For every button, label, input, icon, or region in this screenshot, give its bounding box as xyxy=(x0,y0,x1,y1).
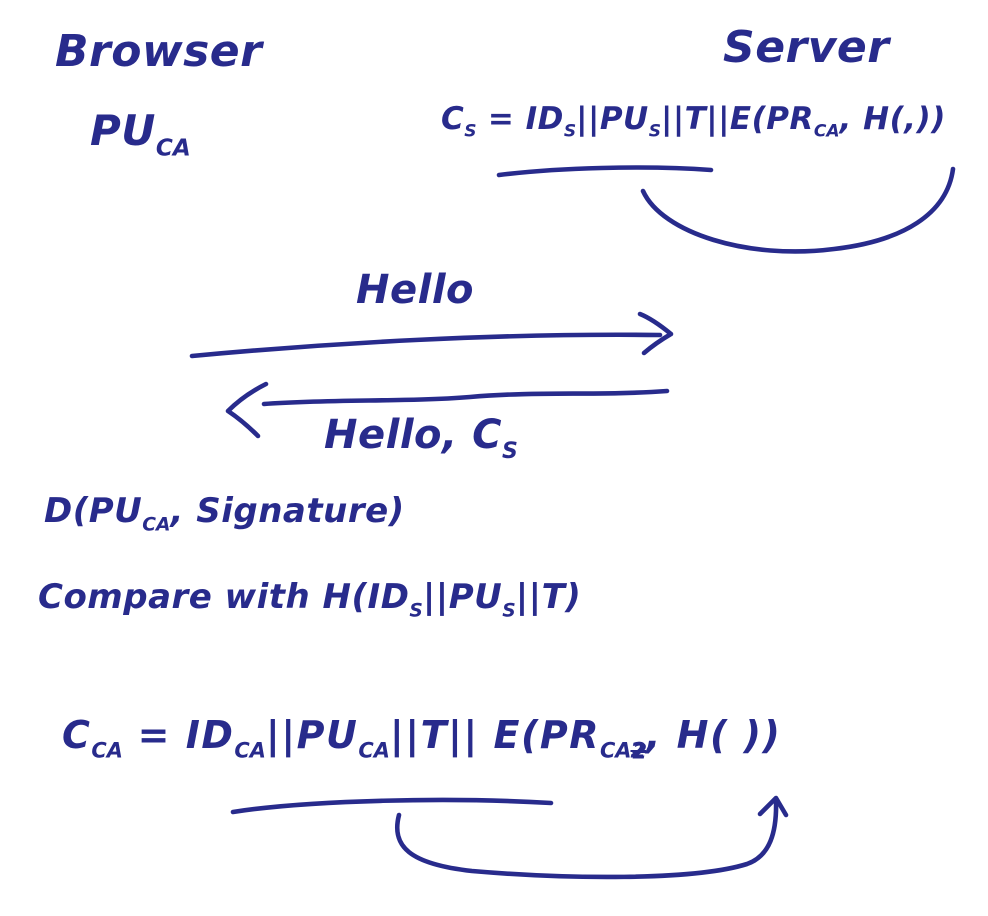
formula-subscript: S xyxy=(501,438,518,464)
formula-part: Hello, C xyxy=(324,412,502,458)
server-cert-underline xyxy=(496,165,714,178)
formula-subscript: CA xyxy=(234,738,266,763)
formula-part: = xyxy=(122,713,186,757)
formula-part: ID xyxy=(185,713,235,757)
formula-subscript: S xyxy=(409,600,423,622)
formula-part: ||PU xyxy=(576,101,649,137)
formula-part: ||T|| E(PR xyxy=(389,713,600,757)
formula-part: C xyxy=(62,713,92,757)
formula-subscript: CA xyxy=(358,738,390,763)
formula-subscript: CA xyxy=(155,135,191,162)
formula-part: = xyxy=(476,101,526,137)
formula-part: ||T||E(PR xyxy=(661,101,814,137)
formula-part: C xyxy=(441,101,465,137)
ca-cert-underline xyxy=(230,797,554,815)
formula-part: Compare with H(ID xyxy=(38,577,410,617)
server-hello-label: Hello, CS xyxy=(324,415,518,463)
formula-part: ID xyxy=(525,101,564,137)
ca-cert-hash-arrowhead xyxy=(757,795,789,818)
server-hello-arrowhead xyxy=(225,381,269,439)
formula-subscript: S xyxy=(464,121,477,142)
ca-cert-hash-arrow-line xyxy=(395,797,779,880)
client-hello-label: Hello xyxy=(356,267,475,313)
formula-part: , H( )) xyxy=(646,713,782,757)
formula-part: , H(,)) xyxy=(839,101,946,137)
formula-subscript: S xyxy=(502,600,516,622)
formula-subscript: S xyxy=(563,121,577,142)
browser-ca-public-key: PUCA xyxy=(90,110,191,160)
client-hello-arrowhead xyxy=(637,311,674,356)
formula-part: ||PU xyxy=(265,713,359,757)
browser-actor-label: Browser xyxy=(55,26,263,77)
server-cert-hash-connector xyxy=(640,166,956,254)
formula-subscript: S xyxy=(648,121,661,142)
formula-subscript: 2 xyxy=(631,738,647,763)
formula-part: , Signature) xyxy=(170,491,405,531)
formula-subscript: CA xyxy=(142,514,171,536)
server-certificate-formula: CS = IDS||PUS||T||E(PRCA, H(,)) xyxy=(441,104,946,141)
decrypt-signature-line: D(PUCA, Signature) xyxy=(44,494,405,535)
server-actor-label: Server xyxy=(723,22,890,73)
formula-subscript: CA xyxy=(599,738,632,763)
formula-part: ||T) xyxy=(515,577,582,617)
formula-part: D(PU xyxy=(44,491,143,531)
compare-hash-line: Compare with H(IDS||PUS||T) xyxy=(38,580,581,621)
formula-part: ||PU xyxy=(422,577,503,617)
server-hello-arrow-line xyxy=(261,388,670,407)
formula-part: PU xyxy=(90,106,156,155)
formula-subscript: CA xyxy=(91,738,123,763)
formula-subscript: CA xyxy=(813,121,840,142)
ca-certificate-formula: CCA = IDCA||PUCA||T|| E(PRCA2, H( )) xyxy=(62,716,781,761)
client-hello-arrow-line xyxy=(189,332,663,359)
